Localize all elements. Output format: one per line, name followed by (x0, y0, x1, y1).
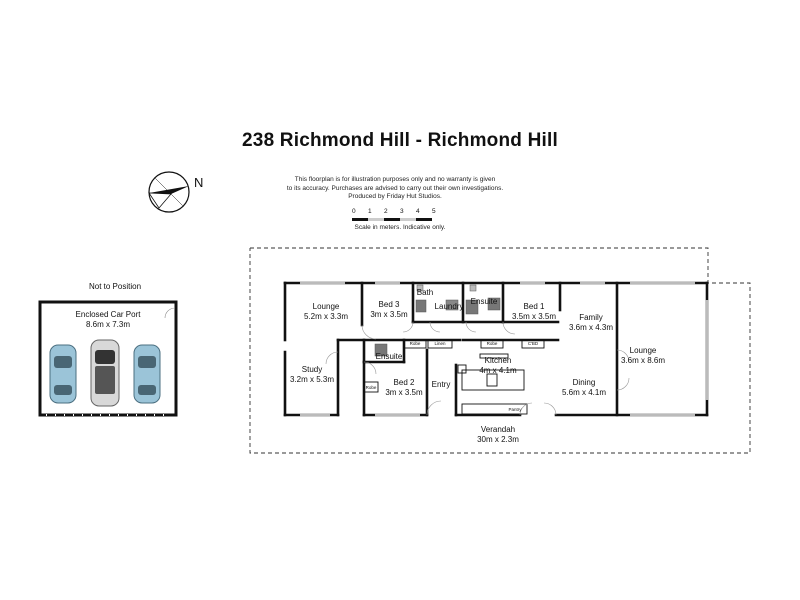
room-entry: Entry (432, 380, 451, 390)
room-bed3: Bed 3 3m x 3.5m (370, 300, 407, 319)
room-name: Kitchen (484, 356, 512, 365)
room-verandah: Verandah 30m x 2.3m (477, 425, 519, 444)
room-size: 3m x 3.5m (385, 387, 423, 397)
disclaimer-line: to its accuracy. Purchases are advised t… (286, 184, 504, 192)
room-lounge-west: Lounge 5.2m x 3.3m (304, 302, 348, 321)
scale-tick: 3 (400, 208, 404, 215)
room-lounge-east: Lounge 3.6m x 8.6m (621, 346, 665, 365)
room-family: Family 3.6m x 4.3m (569, 313, 613, 332)
interior-details (363, 339, 545, 415)
room-name: Family (579, 313, 603, 322)
room-name: Bath (416, 288, 434, 297)
room-size: 30m x 2.3m (477, 434, 519, 444)
car-icon (49, 344, 77, 404)
page-title: 238 Richmond Hill - Richmond Hill (242, 130, 558, 151)
room-size: 5.6m x 4.1m (561, 387, 607, 397)
room-ensuite-south: Ensuite (376, 352, 403, 362)
scale-tick: 1 (368, 208, 372, 215)
room-kitchen: Kitchen 4m x 4.1m (479, 356, 516, 375)
room-ensuite-north: Ensuite (471, 297, 498, 307)
compass-icon (148, 171, 190, 213)
scale-bar (352, 218, 432, 221)
room-size: 3.2m x 5.3m (289, 374, 335, 384)
room-size: 3.5m x 3.5m (511, 311, 557, 321)
scale-ticks: 0 1 2 3 4 5 (349, 208, 439, 218)
room-size: 3.6m x 8.6m (620, 355, 666, 365)
bathroom-fixtures (374, 284, 501, 357)
disclaimer: This floorplan is for illustration purpo… (240, 176, 550, 202)
room-name: Entry (431, 380, 451, 389)
room-name: Lounge (312, 302, 340, 311)
carport-size: 8.6m x 7.3m (85, 319, 131, 329)
room-name: Bed 3 (378, 300, 400, 309)
room-laundry: Laundry (435, 302, 464, 312)
windows (300, 281, 709, 417)
carport-name: Enclosed Car Port (75, 310, 141, 319)
room-name: Bed 2 (393, 378, 415, 387)
car-icon (90, 339, 120, 407)
room-dining: Dining 5.6m x 4.1m (562, 378, 606, 397)
compass-north-label: N (194, 175, 204, 190)
room-name: Laundry (434, 302, 464, 311)
room-name: Study (301, 365, 323, 374)
room-size: 4m x 4.1m (479, 365, 517, 375)
room-size: 3.6m x 4.3m (568, 322, 614, 332)
room-size: 3m x 3.5m (370, 309, 408, 319)
verandah-outline (249, 247, 751, 454)
carport-structure (38, 300, 178, 417)
scale-tick: 5 (432, 208, 436, 215)
fixture-pantry: Pantry (508, 407, 522, 412)
carport-label: Enclosed Car Port 8.6m x 7.3m (76, 310, 141, 329)
room-name: Bed 1 (523, 302, 545, 311)
room-study: Study 3.2m x 5.3m (290, 365, 334, 384)
disclaimer-line: Produced by Friday Hut Studios. (348, 193, 442, 200)
scale-tick: 4 (416, 208, 420, 215)
scale-note: Scale in meters. Indicative only. (354, 224, 446, 231)
disclaimer-line: This floorplan is for illustration purpo… (294, 176, 496, 183)
room-size: 5.2m x 3.3m (303, 311, 349, 321)
car-icon (133, 344, 161, 404)
fixture-linen: Linen (434, 341, 446, 346)
not-to-position-note: Not to Position (88, 282, 142, 291)
room-name: Ensuite (375, 352, 403, 361)
room-bed2: Bed 2 3m x 3.5m (385, 378, 422, 397)
fixture-robe: Robe (409, 341, 421, 346)
room-name: Dining (572, 378, 596, 387)
door-swings (325, 321, 630, 416)
room-bath: Bath (417, 288, 433, 298)
room-name: Verandah (480, 425, 516, 434)
room-name: Lounge (629, 346, 657, 355)
fixture-robe: Robe (486, 341, 498, 346)
scale-tick: 0 (352, 208, 356, 215)
fixture-robe: Robe (365, 385, 377, 390)
fixture-cupboard: C'BD (527, 341, 539, 346)
room-bed1: Bed 1 3.5m x 3.5m (512, 302, 556, 321)
scale-tick: 2 (384, 208, 388, 215)
room-name: Ensuite (470, 297, 498, 306)
